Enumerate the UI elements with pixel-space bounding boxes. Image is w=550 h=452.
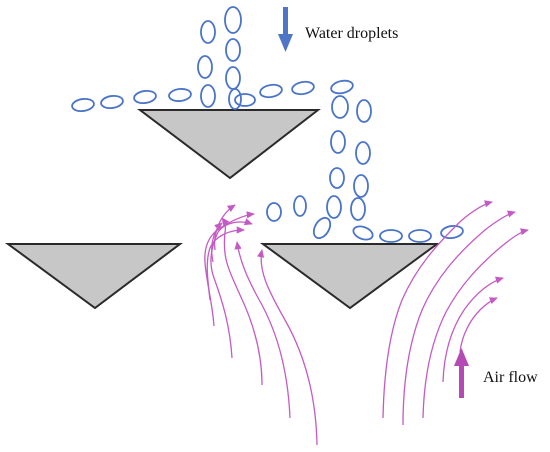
air-streamline [213,204,236,251]
water-droplet [356,99,372,123]
air-streamline [422,228,529,419]
water-droplet [225,38,241,62]
water-droplets-group [71,6,464,243]
lower-right-plate [259,243,441,310]
air-streamline [211,222,223,263]
air-streamline [402,210,516,426]
water-droplet [200,84,216,108]
water-droplet [330,79,354,95]
air-streamline [442,276,504,383]
water-droplet [234,93,256,107]
water-droplet [330,130,346,154]
up-arrow-icon [454,348,469,398]
air-streamline [210,218,253,359]
water-droplet [353,174,369,198]
water-droplet [312,216,332,240]
air-streamline [459,297,498,353]
upper-left-plate [137,109,321,180]
water-droplet [200,20,216,44]
down-arrow-icon [278,7,293,52]
water-droplet [228,88,242,110]
water-droplet [440,224,464,240]
air-streamline [234,241,291,419]
air-flow-streamlines [204,200,529,446]
water-droplet [197,55,213,79]
air-streamline [206,226,245,301]
air-streamline [382,200,493,419]
water-droplet [352,225,374,241]
air-streamline [257,249,318,446]
water-droplet [408,229,432,243]
air-flow-label: Air flow [483,369,538,386]
water-droplets-legend: Water droplets [278,7,398,52]
water-droplet [259,83,283,99]
water-droplet [331,95,349,119]
water-droplets-label: Water droplets [305,25,398,42]
lower-left-plate [4,243,183,310]
air-streamline [221,217,263,386]
baffle-plates [4,109,441,310]
air-flow-legend: Air flow [454,348,538,398]
water-droplet [293,195,307,217]
water-droplet [225,66,241,90]
water-droplet [168,88,192,102]
water-droplet [291,80,315,96]
water-droplet [350,197,366,221]
water-droplet [355,141,371,165]
water-droplet [379,229,403,243]
water-droplet [266,202,282,222]
water-droplet [71,97,95,113]
water-droplet [100,94,124,110]
water-droplet [224,6,242,34]
water-droplet [133,89,157,105]
water-droplet [326,195,342,219]
water-droplet [329,167,345,189]
